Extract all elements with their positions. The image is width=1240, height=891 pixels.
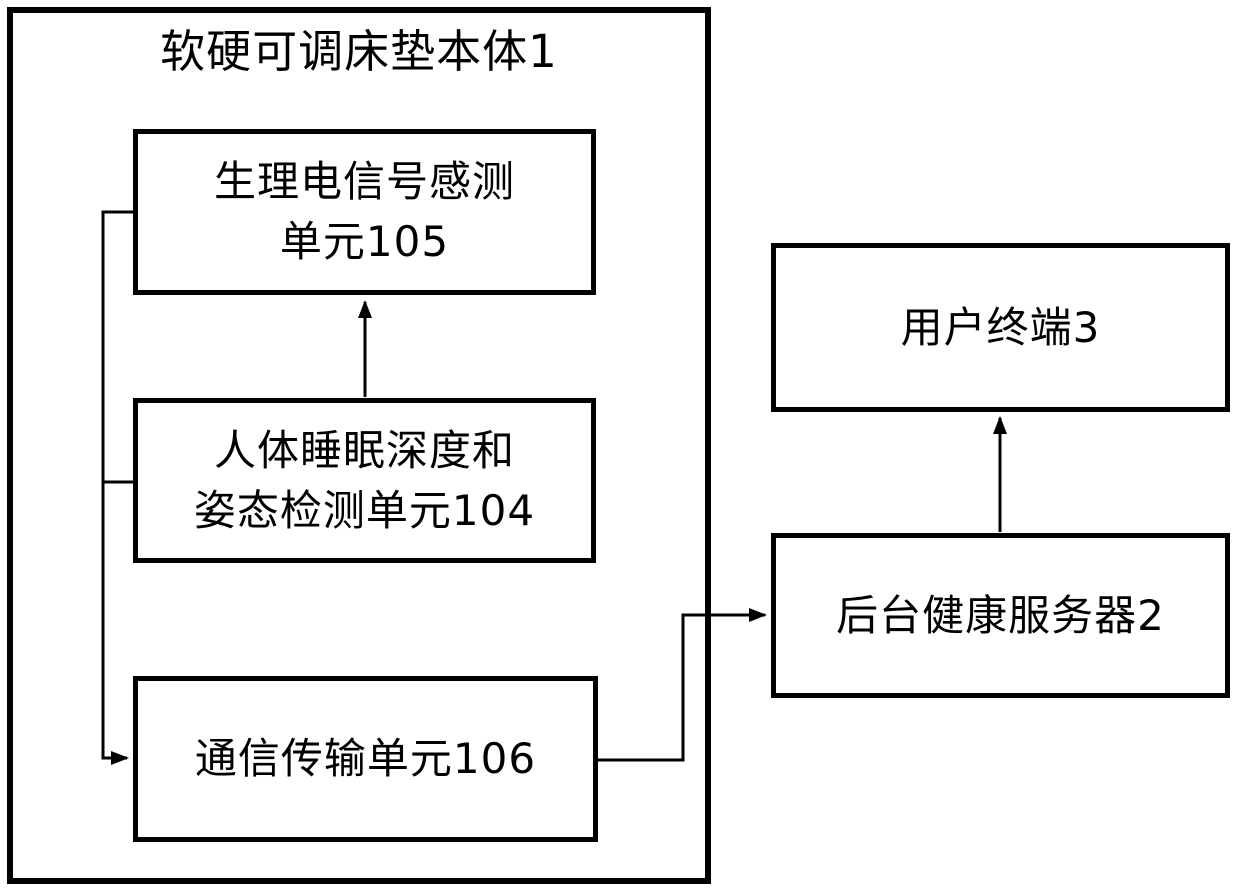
physio-signal-sensing-unit-box: 生理电信号感测 单元105	[133, 129, 596, 295]
user-terminal-label: 用户终端3	[900, 302, 1101, 352]
sleep-depth-posture-unit-label-line1: 人体睡眠深度和	[213, 425, 515, 475]
physio-signal-sensing-unit-label-line1: 生理电信号感测	[213, 157, 515, 206]
sleep-depth-posture-unit-label-line2: 姿态检测单元104	[193, 485, 536, 535]
sleep-depth-posture-unit-box: 人体睡眠深度和 姿态检测单元104	[133, 398, 596, 563]
backend-health-server-label: 后台健康服务器2	[836, 590, 1165, 640]
mattress-body-title: 软硬可调床垫本体1	[160, 25, 558, 78]
communication-unit-box: 通信传输单元106	[133, 676, 598, 842]
communication-unit-label: 通信传输单元106	[194, 734, 537, 783]
user-terminal-box: 用户终端3	[771, 243, 1230, 412]
backend-health-server-box: 后台健康服务器2	[771, 533, 1230, 698]
physio-signal-sensing-unit-label-line2: 单元105	[279, 217, 450, 266]
